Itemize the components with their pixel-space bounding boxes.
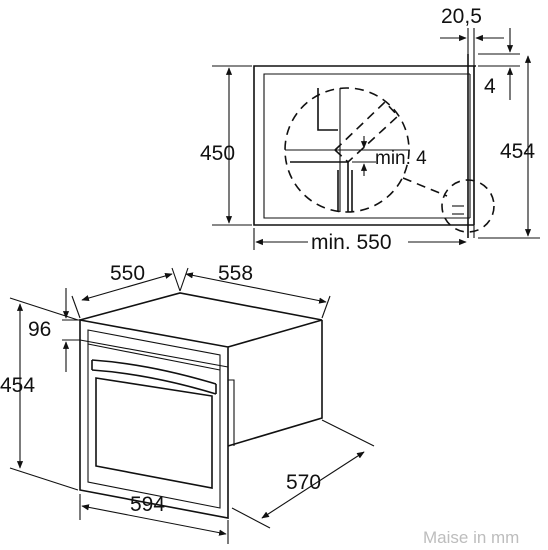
dimension-label-top-height-right: 454 [500, 140, 535, 163]
dimension-front-height: 454 [0, 297, 79, 491]
cabinet-section-view [253, 54, 495, 238]
dimension-label-top-min-gap: min. 4 [375, 148, 427, 169]
oven-front-view [79, 292, 323, 519]
dimension-top-min-gap: min. 4 [352, 136, 427, 176]
dimension-label-top-small: 4 [484, 75, 496, 98]
dimension-top-height-left: 450 [200, 65, 252, 226]
dimension-top-gap: 20,5 [440, 5, 504, 54]
dimension-label-front-depth: 550 [110, 262, 145, 285]
dimension-label-front-panel: 96 [28, 318, 51, 341]
dimension-label-front-width-top: 558 [218, 262, 253, 285]
dimension-top-height-right: 454 [478, 55, 540, 239]
dimension-front-width-top: 558 [179, 262, 331, 319]
dimension-label-side-depth: 570 [286, 471, 321, 494]
dimension-front-depth: 550 [71, 262, 181, 319]
dimension-label-top-min-depth: min. 550 [311, 231, 392, 254]
dimension-front-width: 594 [79, 493, 229, 544]
dimension-label-top-gap: 20,5 [441, 5, 482, 28]
dimension-top-small: 4 [478, 28, 520, 100]
dimension-side-depth: 570 [231, 419, 375, 529]
dimension-front-panel: 96 [28, 288, 80, 372]
dimension-top-min-depth: min. 550 [253, 228, 467, 254]
watermark-text: Maise in mm [423, 528, 519, 547]
dimension-label-front-height: 454 [0, 374, 35, 397]
dimension-label-top-height-left: 450 [200, 142, 235, 165]
dimension-label-front-width: 594 [130, 493, 165, 516]
